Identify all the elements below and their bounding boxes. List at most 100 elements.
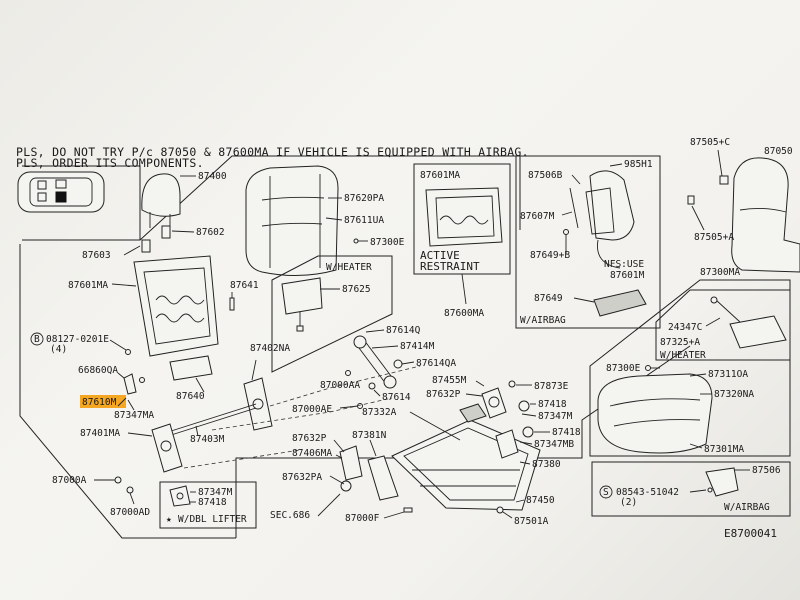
part-87000AE: 87000AE — [292, 404, 332, 415]
airbag-sensor — [593, 289, 647, 317]
part-87600MA: 87600MA — [444, 308, 484, 319]
part-87381N: 87381N — [352, 430, 387, 441]
part-87601MA: 87601MA — [68, 280, 108, 291]
part-87610M-highlighted[interactable]: 87610M — [82, 397, 117, 408]
heater-box-right — [655, 289, 791, 361]
part-87505A: 87505+A — [694, 232, 734, 243]
part-87632P: 87632P — [292, 433, 327, 444]
part-87414M: 87414M — [400, 341, 435, 352]
lifter-box-title: W/DBL LIFTER — [178, 514, 247, 525]
airbag-box-top — [515, 155, 661, 329]
part-66860QA: 66860QA — [78, 365, 118, 376]
height-gear — [481, 387, 534, 459]
part-08543-qty: (2) — [620, 497, 637, 508]
part-87450: 87450 — [526, 495, 555, 506]
active-restraint-title-1: ACTIVE — [420, 249, 460, 262]
lifter-knob — [169, 485, 191, 507]
note-line-2: PLS, ORDER ITS COMPONENTS. — [16, 156, 204, 170]
part-87611UA: 87611UA — [344, 215, 384, 226]
part-87640: 87640 — [176, 391, 205, 402]
part-87625: 87625 — [342, 284, 371, 295]
heater-pad-right — [710, 296, 787, 349]
part-87300MA: 87300MA — [700, 267, 740, 278]
recliner-left — [151, 423, 183, 473]
svg-text:S: S — [603, 487, 609, 498]
part-87873E: 87873E — [534, 381, 569, 392]
lifter-link — [339, 445, 399, 501]
part-87506B: 87506B — [528, 170, 563, 181]
part-87402NA: 87402NA — [250, 343, 290, 354]
part-87418-lifter: 87418 — [198, 497, 227, 508]
part-24347C: 24347C — [668, 322, 702, 333]
part-87614QA: 87614QA — [416, 358, 456, 369]
part-87311OA: 87311OA — [708, 369, 748, 380]
part-87401MA: 87401MA — [80, 428, 120, 439]
heater-mat — [281, 277, 323, 332]
part-87347MB: 87347MB — [534, 439, 574, 450]
part-87300E-top: 87300E — [370, 237, 405, 248]
part-87418-b: 87418 — [552, 427, 581, 438]
seat-cushion-frame — [391, 403, 541, 511]
svg-text:B: B — [34, 334, 40, 345]
part-87620PA: 87620PA — [344, 193, 384, 204]
part-87601MA-box: 87601MA — [420, 170, 460, 181]
part-87632P-top: 87632P — [426, 389, 461, 400]
part-87332A: 87332A — [362, 407, 397, 418]
seat-back-frame — [133, 255, 219, 357]
part-87347M-lifter: 87347M — [198, 487, 233, 498]
part-985H1: 985H1 — [624, 159, 653, 170]
airbag-bracket — [705, 467, 739, 497]
part-87347M: 87347M — [538, 411, 573, 422]
part-87641: 87641 — [230, 280, 259, 291]
part-87501A: 87501A — [514, 516, 549, 527]
heater-box-mid — [271, 255, 393, 373]
part-87050: 87050 — [764, 146, 793, 157]
part-87649B: 87649+B — [530, 250, 570, 261]
part-87505C: 87505+C — [690, 137, 730, 148]
part-87400: 87400 — [198, 171, 227, 182]
part-87320NA: 87320NA — [714, 389, 754, 400]
part-87380: 87380 — [532, 459, 561, 470]
car-location-icon — [17, 171, 105, 213]
main-assembly-outline — [19, 155, 691, 539]
cushion-group-outline — [589, 279, 791, 457]
part-08543-51042: 08543-51042 — [616, 487, 679, 498]
highlight-marker — [80, 395, 126, 408]
complete-seat — [719, 157, 800, 273]
part-87632PA: 87632PA — [282, 472, 322, 483]
part-87418-a: 87418 — [538, 399, 567, 410]
headrest — [141, 173, 181, 228]
part-87601M: 87601M — [610, 270, 645, 281]
part-08127-0201E: 08127-0201E — [46, 334, 109, 345]
diagram-code: E8700041 — [724, 527, 777, 540]
airbag-box-top-title: W/AIRBAG — [520, 315, 566, 326]
headrest-guide — [141, 225, 171, 253]
heater-box-right-title: W/HEATER — [660, 350, 706, 361]
airbag-module — [569, 170, 635, 241]
part-NFSUSE: NFS:USE — [604, 259, 644, 270]
seat-cushion-pad — [597, 373, 713, 454]
part-87406MA: 87406MA — [292, 448, 332, 459]
recliner-right — [243, 377, 273, 431]
part-87000F: 87000F — [345, 513, 380, 524]
part-87325A: 87325+A — [660, 337, 700, 348]
lumbar-chain — [353, 335, 397, 389]
lifter-box — [159, 481, 257, 529]
part-87603: 87603 — [82, 250, 111, 261]
part-87602: 87602 — [196, 227, 225, 238]
part-87000AD: 87000AD — [110, 507, 150, 518]
active-restraint-title-2: RESTRAINT — [420, 260, 480, 273]
part-SEC686: SEC.686 — [270, 510, 310, 521]
airbag-box-bottom — [591, 461, 791, 517]
part-87607M: 87607M — [520, 211, 555, 222]
part-87301MA: 87301MA — [704, 444, 744, 455]
part-87347MA: 87347MA — [114, 410, 154, 421]
seat-back-cushion — [245, 165, 339, 277]
part-87506: 87506 — [752, 465, 781, 476]
part-87403M: 87403M — [190, 434, 225, 445]
airbag-box-bottom-title: W/AIRBAG — [724, 502, 770, 513]
part-87614: 87614 — [382, 392, 411, 403]
part-87455M: 87455M — [432, 375, 467, 386]
